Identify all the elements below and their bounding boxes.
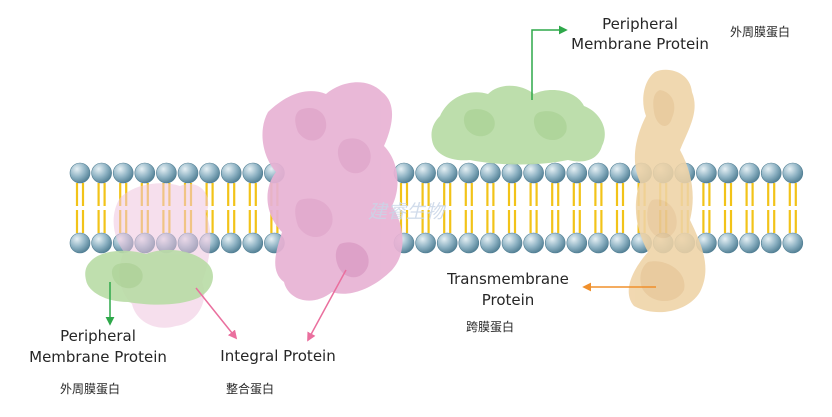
arrow-integral-left: [195, 287, 238, 340]
lipid-head: [501, 232, 523, 254]
peripheral-protein-bottom: [85, 249, 213, 305]
label-transmembrane-line1: Transmembrane: [446, 270, 569, 288]
lipid-heads-top-row: [69, 162, 804, 184]
lipid-head: [717, 162, 739, 184]
lipid-head: [242, 162, 264, 184]
lipid-head: [544, 232, 566, 254]
lipid-head: [523, 232, 544, 254]
lipid-head: [782, 232, 804, 254]
transmembrane-protein: [628, 69, 706, 313]
label-peripheral-top-line2: Membrane Protein: [571, 35, 709, 53]
lipid-head: [588, 232, 609, 254]
lipid-head: [588, 162, 609, 184]
arrows: [105, 25, 656, 342]
watermark: 建睿生物: [368, 201, 447, 223]
lipid-head: [501, 162, 523, 184]
lipid-head: [566, 162, 588, 184]
label-transmembrane-zh: 跨膜蛋白: [466, 319, 514, 334]
label-peripheral-bottom-zh: 外周膜蛋白: [60, 381, 120, 396]
label-peripheral-top-zh: 外周膜蛋白: [730, 24, 790, 39]
lipid-head: [436, 232, 458, 254]
lipid-head: [696, 162, 717, 184]
lipid-head: [436, 162, 458, 184]
label-peripheral-top-line1: Peripheral: [602, 15, 678, 33]
lipid-head: [717, 232, 739, 254]
lipid-head: [69, 232, 91, 254]
label-transmembrane-line2: Protein: [482, 291, 535, 309]
lipid-head: [69, 162, 91, 184]
lipid-head: [566, 232, 588, 254]
lipid-head: [415, 232, 436, 254]
lipid-head: [782, 162, 804, 184]
label-integral: Integral Protein: [220, 347, 335, 365]
lipid-head: [609, 162, 631, 184]
lipid-head: [760, 232, 782, 254]
lipid-head: [609, 232, 631, 254]
labels: Peripheral Membrane Protein 外周膜蛋白 Periph…: [29, 15, 790, 396]
lipid-head: [177, 162, 199, 184]
lipid-head: [220, 232, 242, 254]
lipid-head: [91, 232, 112, 254]
lipid-head: [523, 162, 544, 184]
lipid-head: [480, 162, 501, 184]
lipid-head: [739, 162, 760, 184]
lipid-head: [458, 232, 480, 254]
arrow-integral-right: [307, 269, 347, 342]
label-integral-zh: 整合蛋白: [226, 381, 274, 396]
label-peripheral-bottom-line2: Membrane Protein: [29, 348, 167, 366]
peripheral-protein-top: [431, 85, 605, 165]
lipid-head: [415, 162, 436, 184]
label-peripheral-bottom-line1: Peripheral: [60, 327, 136, 345]
lipid-head: [112, 162, 134, 184]
lipid-head: [134, 162, 156, 184]
lipid-head: [458, 162, 480, 184]
lipid-head: [544, 162, 566, 184]
integral-protein: [262, 82, 403, 301]
lipid-head: [760, 162, 782, 184]
lipid-head: [156, 162, 177, 184]
lipid-head: [220, 162, 242, 184]
lipid-head: [480, 232, 501, 254]
lipid-head: [242, 232, 264, 254]
arrow-peripheral-top: [531, 25, 568, 100]
lipid-head: [199, 162, 220, 184]
lipid-head: [739, 232, 760, 254]
lipid-head: [91, 162, 112, 184]
